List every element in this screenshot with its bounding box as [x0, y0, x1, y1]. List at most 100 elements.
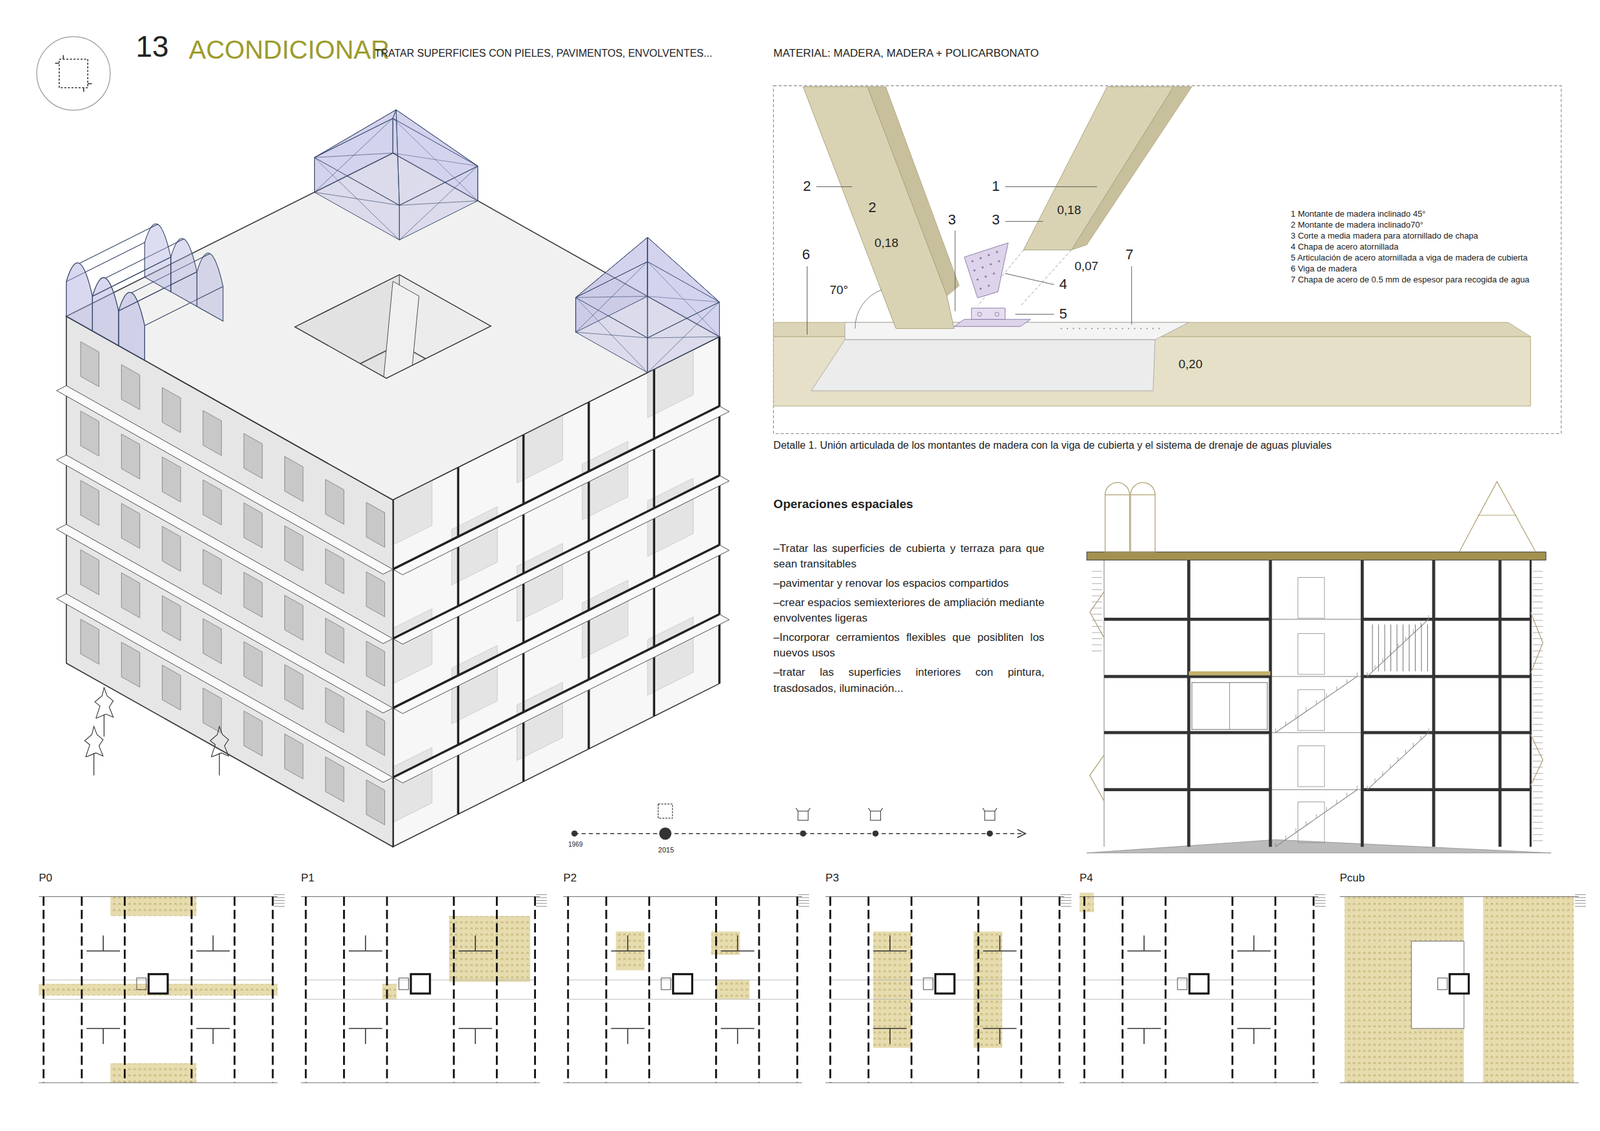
column [1269, 560, 1273, 848]
railing [1409, 624, 1410, 672]
floor-slab [1362, 675, 1531, 679]
bearing-wall [1164, 896, 1167, 1083]
floor-plan [1079, 892, 1326, 1083]
stair-step [1325, 693, 1327, 698]
partition [737, 935, 739, 952]
bolt-dot [1115, 328, 1117, 330]
external-stair [1532, 717, 1544, 719]
partition [999, 935, 1001, 952]
external-stair [1532, 638, 1544, 640]
stair-step [1389, 764, 1391, 769]
bolt-dot [1103, 328, 1105, 330]
bearing-wall [233, 896, 236, 1083]
column [1432, 560, 1436, 848]
fire-stair [535, 906, 547, 907]
floor-slab [1362, 731, 1531, 735]
fire-stair [1060, 897, 1072, 899]
stair-step [1382, 771, 1383, 776]
operations-list: –Tratar las superficies de cubierta y te… [773, 541, 1045, 698]
corridor-line [829, 998, 1059, 1000]
bearing-wall [386, 896, 389, 1083]
stair-core [1177, 978, 1188, 990]
stair-flight [346, 365, 419, 485]
stair-step [1316, 700, 1317, 705]
polycarbonate-roof [395, 109, 478, 206]
window [325, 618, 344, 664]
polycarbonate-roof [314, 109, 400, 206]
screw-hole [981, 266, 984, 269]
facade-line [562, 896, 802, 898]
treated-area [715, 980, 750, 1000]
stair-step [1316, 814, 1317, 819]
window [243, 433, 262, 479]
bolt-dot [1122, 328, 1124, 330]
external-stair [1091, 577, 1103, 578]
stair-step [1428, 615, 1430, 620]
artwork [36, 36, 1586, 1083]
external-stair [1091, 632, 1103, 634]
ground [1086, 839, 1551, 854]
railing [1402, 624, 1404, 672]
icon-tab [62, 54, 64, 59]
bearing-wall [566, 896, 569, 1083]
plan-label: Pcub [1340, 872, 1366, 885]
stair-step [1405, 636, 1406, 641]
lift-core [935, 974, 955, 994]
external-stair [1532, 626, 1544, 627]
fire-stair [1574, 900, 1586, 901]
bearing-wall [977, 896, 980, 1083]
fire-stair [1060, 900, 1072, 901]
stair [1275, 676, 1358, 733]
external-stair [1091, 620, 1103, 622]
timeline-icon [797, 811, 809, 821]
operations-heading: Operaciones espaciales [773, 497, 914, 512]
railing [1421, 624, 1423, 672]
lift-core [410, 974, 431, 994]
external-stair [1091, 608, 1103, 609]
lift-cabin [1298, 802, 1325, 843]
external-stair [1532, 595, 1544, 597]
external-stair [1091, 613, 1103, 615]
bearing-wall [758, 896, 761, 1083]
polycarbonate-roof [647, 237, 720, 338]
stair [1275, 790, 1358, 848]
operation-item: –crear espacios semiexteriores de amplia… [773, 595, 1045, 627]
partition [102, 1028, 104, 1045]
partition [365, 1028, 367, 1045]
window [162, 526, 181, 572]
fire-stair [798, 894, 810, 896]
window [243, 503, 262, 549]
external-stair [1532, 711, 1544, 713]
partition [102, 935, 104, 952]
window [203, 688, 222, 734]
screw-hole [987, 254, 990, 257]
bearing-wall [910, 896, 913, 1083]
fire-stair [798, 900, 810, 901]
facade-line [38, 896, 278, 898]
new-floor [1188, 671, 1271, 676]
tree-crown [210, 726, 229, 758]
external-stair [1091, 589, 1103, 591]
leader-line [1005, 186, 1097, 188]
window [325, 757, 344, 803]
plan-label: P3 [825, 872, 840, 885]
callout-number: 7 [1125, 246, 1134, 263]
facade-line [825, 896, 1065, 898]
callout-number: 6 [802, 246, 810, 263]
timeline-icon [658, 804, 673, 819]
window [121, 434, 140, 480]
stair-core [923, 978, 934, 990]
railing [1414, 624, 1416, 672]
window [284, 664, 303, 711]
column [457, 467, 460, 815]
external-stair [1532, 736, 1544, 738]
external-stair [1532, 815, 1544, 817]
railing [1390, 624, 1392, 672]
treated-area [1483, 896, 1575, 1083]
part-list: 1 Montante de madera inclinado 45°2 Mont… [1291, 208, 1555, 286]
stair-step [1305, 821, 1307, 826]
partition [212, 1028, 215, 1045]
timeline-dot [571, 830, 578, 837]
stair-step [1285, 721, 1286, 726]
courtyard-slab [294, 344, 400, 397]
